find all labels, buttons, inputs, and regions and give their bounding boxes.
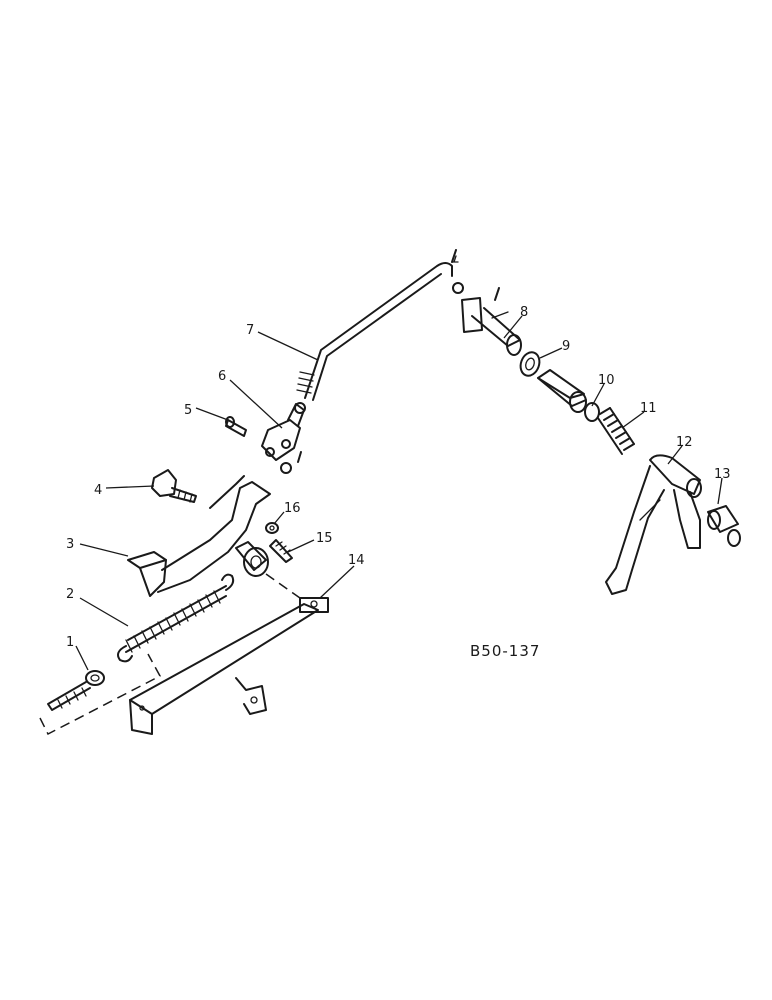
- part-15-setscrew: [269, 539, 293, 563]
- part-9-washer: [519, 351, 541, 377]
- part-7-rod: [296, 255, 459, 401]
- leader-lines: [75, 315, 723, 671]
- part-4-bolt: [151, 469, 197, 503]
- part-10-sleeve: [537, 369, 600, 422]
- assembly-line-2: [265, 573, 301, 599]
- diagram-reference: B50-137: [470, 642, 540, 660]
- part-11-spring: [597, 407, 635, 455]
- callout-6: 6: [218, 369, 226, 384]
- part-14-bracket: [129, 597, 329, 735]
- callout-1: 1: [66, 635, 74, 650]
- pedal-hub: [243, 547, 269, 577]
- callout-14: 14: [348, 553, 365, 568]
- callout-13: 13: [714, 467, 731, 482]
- part-12-shift-fork: [605, 454, 702, 595]
- part-6-clevis: [261, 403, 305, 474]
- callout-7: 7: [246, 323, 254, 338]
- callout-3: 3: [66, 537, 74, 552]
- part-5-pin: [225, 416, 247, 437]
- part-2-spring: [117, 573, 235, 663]
- part-13-collar: [707, 505, 741, 547]
- part-8-shaft-bracket: [461, 297, 522, 356]
- callout-12: 12: [676, 435, 693, 450]
- callout-4: 4: [94, 483, 102, 498]
- part-1-eye-bolt: [47, 670, 105, 711]
- callout-11: 11: [640, 401, 657, 416]
- callout-16: 16: [284, 501, 301, 516]
- callout-8: 8: [520, 305, 528, 320]
- assembly-line-1: [39, 653, 162, 736]
- callout-5: 5: [184, 403, 192, 418]
- callout-10: 10: [598, 373, 615, 388]
- part-16-nut: [265, 522, 279, 534]
- callout-15: 15: [316, 531, 333, 546]
- callout-2: 2: [66, 587, 74, 602]
- callout-9: 9: [562, 339, 570, 354]
- part-3-pedal-lever: [127, 475, 271, 597]
- cotter-pins: [294, 249, 500, 463]
